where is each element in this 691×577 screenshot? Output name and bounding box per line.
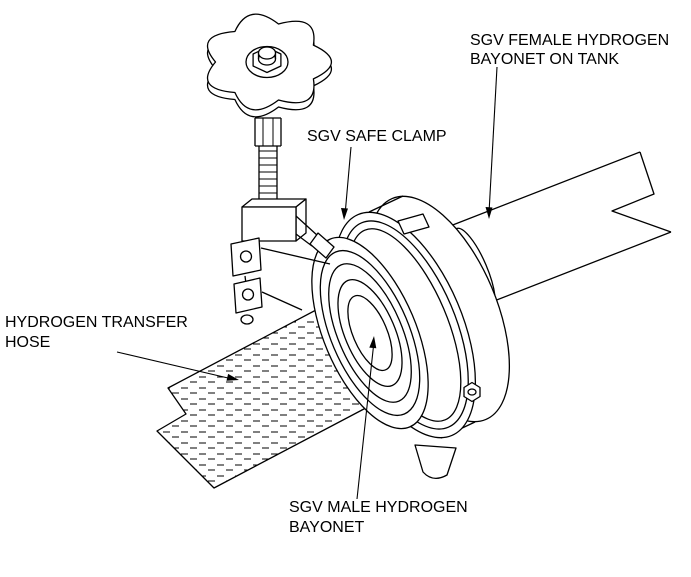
label-male-bayonet-line2: BAYONET: [289, 519, 365, 536]
clamp-bolt-nut-face: [467, 388, 477, 396]
stem-cap-top: [257, 46, 277, 60]
flange-socket: [347, 294, 393, 372]
male-bayonet-flange: [311, 236, 429, 430]
swivel-block: [241, 198, 307, 242]
clamp-bolt-nut: [463, 381, 481, 403]
tank-pipe-top-edge: [444, 151, 641, 229]
arrowhead-male-bayonet: [369, 336, 377, 349]
label-male-bayonet-line1: SGV MALE HYDROGEN: [289, 499, 468, 516]
arrowhead-female-bayonet: [485, 207, 493, 219]
clamp-screw-assembly: [230, 117, 335, 325]
clamp-bottom-lug: [414, 444, 457, 479]
clamp-top-notch: [397, 213, 430, 235]
leader-male-bayonet: [356, 345, 375, 500]
clamp-hook: [295, 215, 335, 259]
handwheel: [206, 13, 332, 118]
screw-threaded-rod: [258, 146, 278, 207]
leader-safe-clamp: [344, 146, 352, 216]
label-female-bayonet-line1: SGV FEMALE HYDROGEN: [470, 32, 669, 49]
clamp-pressure-pad: [309, 232, 335, 259]
screw-threads: [259, 150, 277, 201]
flange-ring-3: [328, 263, 412, 403]
tank-pipe: [444, 151, 672, 309]
hinge-strap-upper: [260, 247, 331, 265]
leaders: [116, 66, 498, 500]
hinge-pin-upper: [239, 250, 253, 263]
hinge-strap-lower: [261, 291, 303, 311]
hinge-pin-end: [240, 314, 254, 325]
hinge-assembly: [230, 237, 331, 325]
tank-pipe-bottom-edge: [475, 231, 672, 309]
arrowhead-transfer-hose: [226, 373, 239, 381]
label-transfer-hose-line1: HYDROGEN TRANSFER: [5, 314, 188, 331]
label-transfer-hose-line2: HOSE: [5, 334, 50, 351]
flange-ring-2: [319, 249, 421, 417]
hinge-pin-lower: [241, 288, 255, 301]
screw-hex-standoff: [254, 117, 282, 147]
flange-ring-4: [337, 278, 403, 388]
pipe-break-symbol: [611, 151, 672, 233]
label-safe-clamp: SGV SAFE CLAMP: [307, 128, 447, 145]
leader-female-bayonet: [488, 66, 498, 214]
clamp-top-connector: [368, 195, 404, 213]
leader-transfer-hose: [116, 351, 229, 379]
callout-labels: SGV FEMALE HYDROGEN BAYONET ON TANK SGV …: [5, 32, 669, 536]
arrowhead-safe-clamp: [341, 208, 348, 220]
label-female-bayonet-line2: BAYONET ON TANK: [470, 51, 619, 68]
